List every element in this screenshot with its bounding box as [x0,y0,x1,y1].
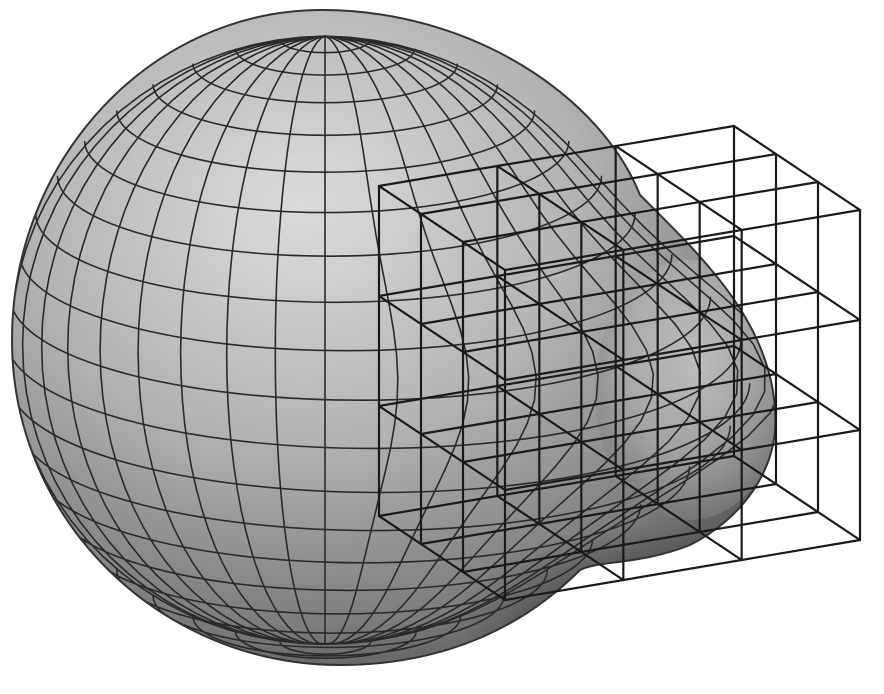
lattice-edge [734,456,860,540]
lattice-edge [734,126,860,210]
lattice-edge [734,236,860,320]
